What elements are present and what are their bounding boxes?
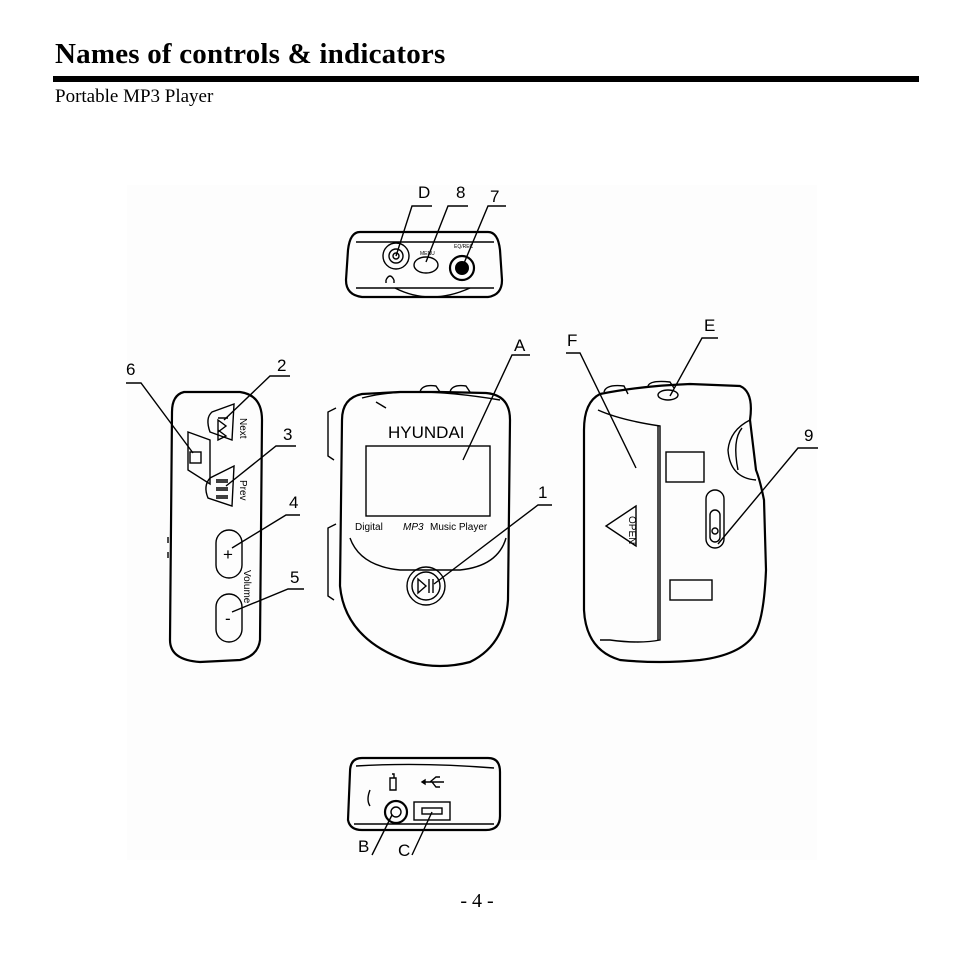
callout-9: 9 bbox=[804, 426, 813, 445]
callout-7: 7 bbox=[490, 187, 499, 206]
music-player-label: Music Player bbox=[430, 522, 488, 533]
volume-up-button bbox=[215, 529, 243, 579]
front-view: HYUNDAI Digital MP3 Music Player A 1 bbox=[327, 336, 552, 668]
callout-B: B bbox=[358, 837, 369, 856]
prev-label: Prev bbox=[237, 480, 248, 501]
volume-label: Volume bbox=[241, 570, 252, 604]
callout-2: 2 bbox=[277, 356, 286, 375]
callout-D: D bbox=[418, 183, 430, 202]
brand-logo: HYUNDAI bbox=[388, 423, 465, 442]
headphone-icon bbox=[385, 275, 395, 283]
usb-icon bbox=[420, 776, 444, 788]
callout-1: 1 bbox=[538, 483, 547, 502]
page-subtitle: Portable MP3 Player bbox=[55, 86, 214, 107]
lcd-display bbox=[365, 445, 491, 517]
menu-label: MENU bbox=[420, 251, 435, 257]
bottom-view: B C bbox=[346, 756, 502, 860]
mp3-label: MP3 bbox=[403, 522, 424, 533]
usb-port bbox=[413, 801, 451, 821]
headphone-jack bbox=[382, 242, 410, 270]
hold-switch bbox=[705, 489, 725, 549]
page-title: Names of controls & indicators bbox=[55, 38, 446, 70]
line-in-icon bbox=[389, 773, 397, 791]
next-label: Next bbox=[237, 418, 248, 439]
back-view: OPEN E F 9 bbox=[566, 316, 818, 664]
callout-8: 8 bbox=[456, 183, 465, 202]
callout-5: 5 bbox=[290, 568, 299, 587]
callout-3: 3 bbox=[283, 425, 292, 444]
callout-6: 6 bbox=[126, 360, 135, 379]
callout-F: F bbox=[567, 331, 577, 350]
volume-minus: - bbox=[225, 609, 231, 628]
callout-C: C bbox=[398, 841, 410, 860]
callout-4: 4 bbox=[289, 493, 298, 512]
digital-label: Digital bbox=[355, 522, 383, 533]
menu-button bbox=[413, 256, 439, 274]
volume-plus: + bbox=[223, 545, 233, 564]
callout-E: E bbox=[704, 316, 715, 335]
eq-rec-label: EQ/REC bbox=[454, 244, 474, 250]
top-view: MENU EQ/REC D 8 7 bbox=[344, 183, 506, 299]
back-label-area bbox=[665, 451, 705, 483]
volume-down-button bbox=[215, 593, 243, 643]
callout-A: A bbox=[514, 336, 526, 355]
side-view: Next Prev + - Volume 6 2 3 4 5 bbox=[126, 356, 304, 664]
eq-rec-button bbox=[448, 254, 476, 282]
play-pause-icon bbox=[417, 577, 434, 595]
page-number: - 4 - bbox=[460, 890, 494, 912]
open-label: OPEN bbox=[626, 516, 637, 544]
strap-hole bbox=[657, 389, 679, 401]
stop-icon bbox=[189, 451, 202, 464]
prev-icon bbox=[216, 479, 228, 499]
play-pause-button bbox=[406, 566, 446, 606]
line-in-jack bbox=[383, 799, 409, 825]
title-divider bbox=[53, 76, 919, 82]
